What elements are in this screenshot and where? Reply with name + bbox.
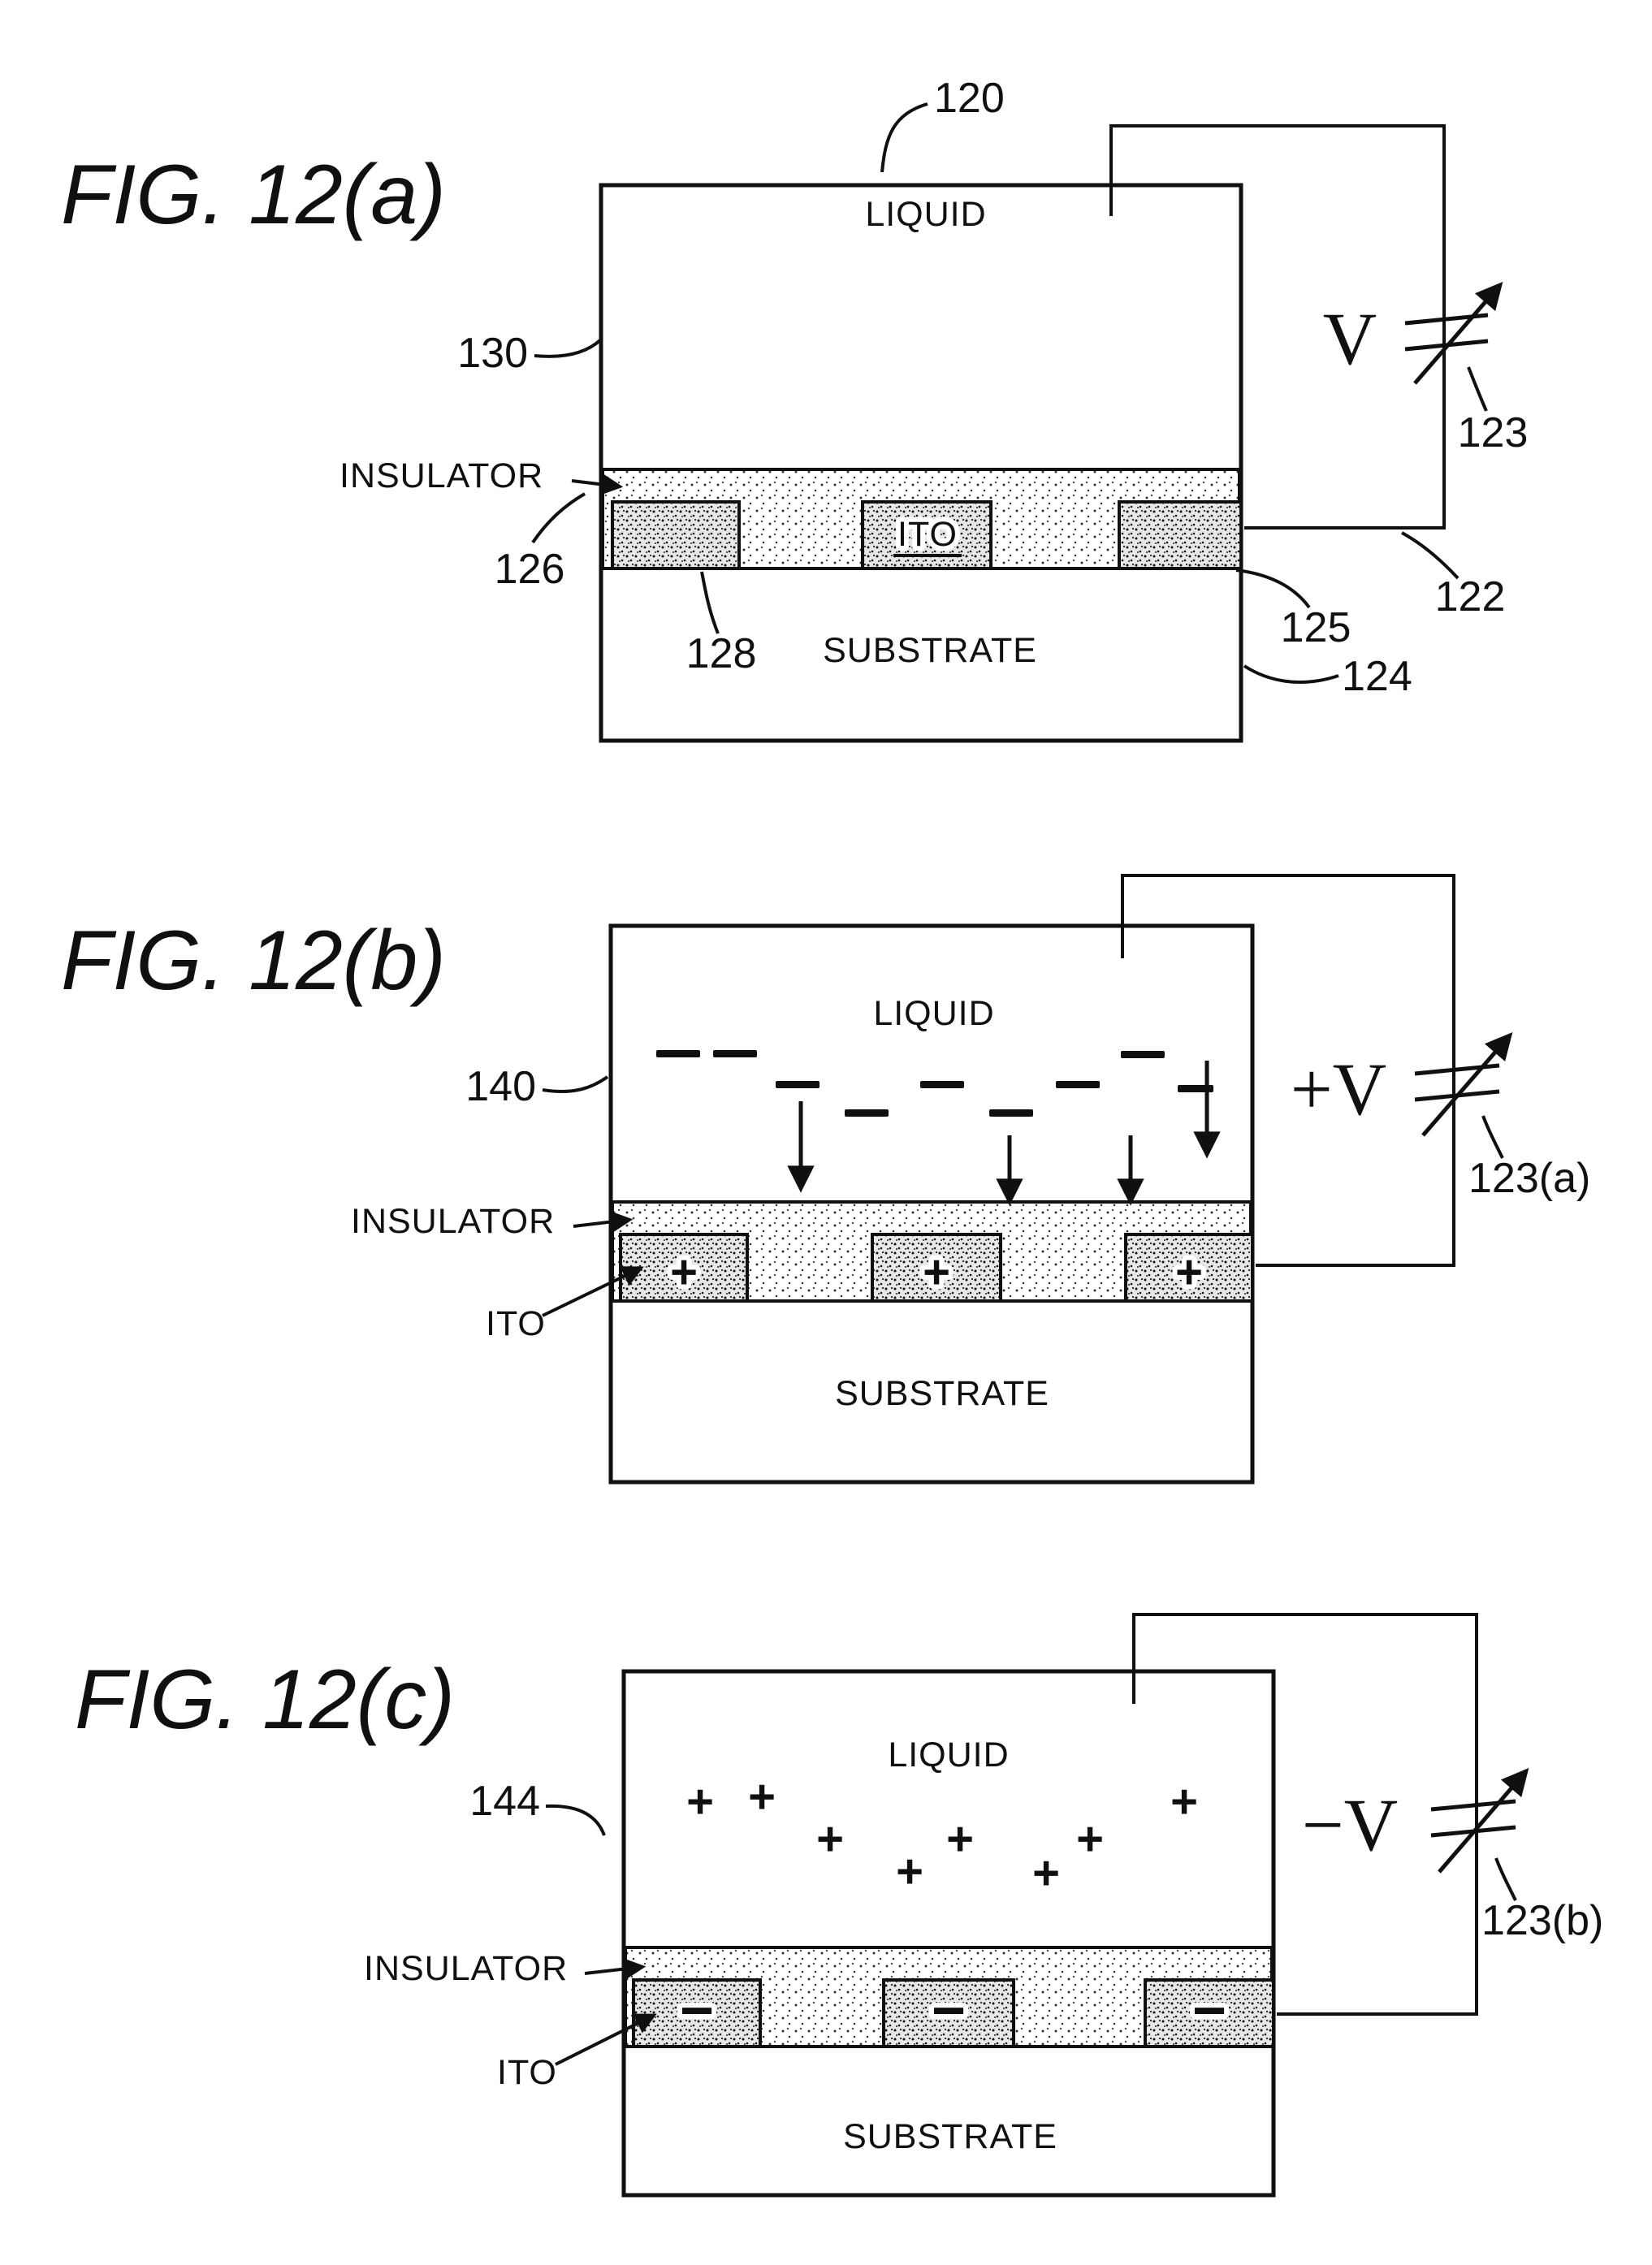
- negative-charge-icon: [656, 1050, 700, 1057]
- ito-arrow: [542, 1266, 644, 1317]
- voltage-label: +V: [1291, 1048, 1386, 1130]
- leader-line: [1481, 1115, 1504, 1159]
- fig-12b: FIG. 12(b) LIQUID SUBSTRATE: [61, 874, 1590, 1485]
- ito-label: ITO: [897, 515, 958, 554]
- liquid-label: LIQUID: [888, 1735, 1009, 1774]
- device-box: [621, 1669, 1276, 2198]
- electrode-charge: +: [670, 1246, 698, 1299]
- insulator-label: INSULATOR: [351, 1202, 555, 1241]
- electrode-charge: +: [1175, 1246, 1203, 1299]
- ito-arrow: [555, 2013, 657, 2066]
- ref-140: 140: [465, 1063, 536, 1110]
- voltage-source: −V 123(b): [1302, 1767, 1603, 1944]
- variable-arrow-icon: [1413, 281, 1503, 385]
- fig-12b-title: FIG. 12(b): [61, 914, 446, 1008]
- ref-122: 122: [1435, 573, 1506, 620]
- negative-charge-icon: [713, 1050, 757, 1057]
- ito-electrode-middle: [882, 1978, 1015, 2048]
- insulator-arrow: [584, 1958, 647, 1980]
- ref-123a: 123(a): [1468, 1155, 1590, 1202]
- positive-charge: +: [686, 1775, 714, 1828]
- positive-charge: +: [1032, 1847, 1060, 1900]
- negative-charge-icon: [776, 1081, 820, 1088]
- variable-source-bar: [1430, 1799, 1516, 1812]
- negative-charge-icon: [989, 1109, 1033, 1117]
- leader-line: [700, 571, 720, 634]
- device-box: [599, 183, 1243, 743]
- positive-charge: +: [748, 1770, 776, 1823]
- fig-12c: FIG. 12(c) LIQUID SUBSTRATE + + + + + + …: [75, 1613, 1603, 2198]
- ito-electrode-right: [1144, 1978, 1275, 2048]
- ito-label: ITO: [497, 2053, 557, 2092]
- leader-line: [1401, 531, 1460, 580]
- voltage-label: V: [1323, 297, 1377, 380]
- leader-line: [1467, 366, 1488, 412]
- leader-line: [1494, 1857, 1517, 1901]
- negative-charge-icon: [1121, 1051, 1165, 1058]
- positive-charge: +: [816, 1813, 844, 1865]
- leader-line: [1243, 664, 1339, 684]
- ref-144: 144: [469, 1778, 540, 1825]
- ref-125: 125: [1281, 604, 1351, 651]
- ito-label: ITO: [486, 1304, 546, 1343]
- insulator-label: INSULATOR: [339, 456, 543, 495]
- negative-charge-icon: [1178, 1085, 1213, 1092]
- circuit-wire: [1132, 1613, 1478, 2016]
- ref-130: 130: [457, 330, 528, 377]
- negative-charge-icon: [845, 1109, 889, 1117]
- liquid-label: LIQUID: [865, 195, 986, 234]
- negative-charge-row: [656, 1050, 1213, 1117]
- positive-charge: +: [896, 1845, 923, 1898]
- leader-line: [545, 1804, 606, 1836]
- positive-charge: +: [946, 1813, 974, 1865]
- electrode-charge: −: [932, 1978, 966, 2043]
- leader-line: [880, 102, 928, 173]
- leader-line: [531, 492, 586, 544]
- ref-128: 128: [686, 630, 757, 677]
- insulator-arrow: [571, 473, 624, 495]
- insulator-label: INSULATOR: [364, 1949, 568, 1988]
- substrate-label: SUBSTRATE: [823, 631, 1037, 670]
- variable-source-bar: [1414, 1063, 1500, 1076]
- liquid-label: LIQUID: [873, 994, 994, 1033]
- positive-charge-row: + + + + + + + +: [686, 1770, 1198, 1900]
- variable-arrow-icon: [1421, 1031, 1513, 1137]
- leader-line: [1235, 568, 1311, 609]
- substrate-label: SUBSTRATE: [835, 1374, 1049, 1413]
- circuit-wire: [1121, 874, 1455, 1267]
- ito-electrode-middle: [871, 1233, 1002, 1303]
- ref-123: 123: [1458, 409, 1529, 456]
- fig-12a: FIG. 12(a) LIQUID ITO SUBSTRATE INSULATO…: [61, 75, 1529, 743]
- leader-line: [542, 1075, 609, 1093]
- electrode-charge: +: [923, 1246, 950, 1299]
- ito-electrode-right: [1118, 500, 1243, 570]
- fig-12a-title: FIG. 12(a): [61, 148, 446, 242]
- circuit-wire: [1109, 124, 1446, 530]
- electrode-charge: −: [1192, 1978, 1226, 2043]
- voltage-source: +V 123(a): [1291, 1031, 1590, 1202]
- ito-electrode-middle: [861, 500, 992, 570]
- ref-120: 120: [934, 75, 1005, 122]
- electrode-charge: −: [680, 1978, 714, 2043]
- ref-126: 126: [495, 546, 565, 593]
- variable-arrow-icon: [1438, 1767, 1529, 1874]
- negative-charge-icon: [1056, 1081, 1100, 1088]
- leader-line: [534, 338, 603, 358]
- negative-charge-icon: [920, 1081, 964, 1088]
- ito-electrode-left: [611, 500, 741, 570]
- ito-electrode-left: [632, 1978, 762, 2048]
- field-arrows: [787, 1061, 1221, 1206]
- voltage-source: V 123: [1323, 281, 1529, 456]
- substrate-label: SUBSTRATE: [843, 2117, 1057, 2156]
- positive-charge: +: [1170, 1775, 1198, 1828]
- ref-123b: 123(b): [1481, 1897, 1603, 1944]
- voltage-label: −V: [1302, 1783, 1398, 1866]
- insulator-arrow: [573, 1211, 634, 1233]
- positive-charge: +: [1076, 1813, 1104, 1865]
- ref-124: 124: [1342, 653, 1412, 700]
- fig-12c-title: FIG. 12(c): [75, 1653, 455, 1747]
- ito-electrode-right: [1124, 1233, 1254, 1303]
